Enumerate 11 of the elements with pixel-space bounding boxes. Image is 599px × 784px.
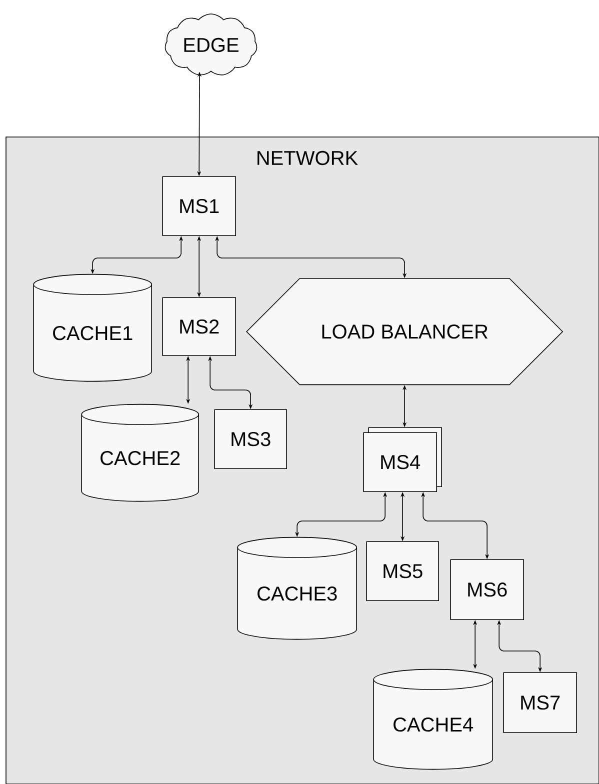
- service-box: MS7: [503, 672, 577, 733]
- cache-cylinder: CACHE1: [33, 274, 152, 382]
- cache-cylinder: CACHE3: [237, 536, 357, 640]
- service-box: MS1: [162, 176, 236, 236]
- stacked-service-box: MS4: [363, 427, 442, 492]
- service-box: MS2: [162, 297, 236, 356]
- service-box: MS3: [214, 409, 287, 469]
- service-box: MS5: [366, 541, 439, 601]
- cache-cylinder: CACHE4: [373, 668, 493, 770]
- cache-cylinder: CACHE2: [81, 404, 199, 502]
- service-box: MS6: [450, 559, 524, 620]
